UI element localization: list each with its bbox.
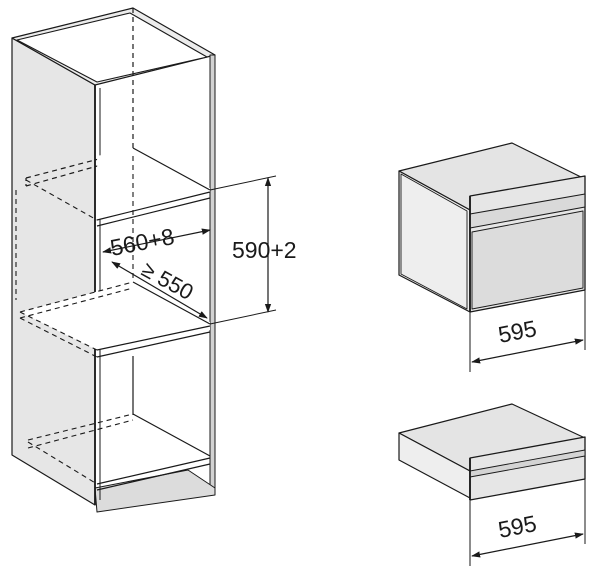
warming-drawer <box>398 403 586 501</box>
cabinet-height-label: 590+2 <box>232 237 297 263</box>
cabinet-dimensions <box>102 175 277 325</box>
drawer-dimension <box>469 479 586 566</box>
drawer-width-label: 595 <box>496 510 539 543</box>
cabinet-width-label: 560+8 <box>108 223 176 261</box>
niche-top-shelf <box>25 147 211 227</box>
oven-dimension <box>469 290 586 372</box>
cabinet-left-side <box>11 37 96 506</box>
depth-dimension-line <box>111 261 208 319</box>
compact-oven <box>398 142 586 313</box>
oven-width-label: 595 <box>496 315 539 348</box>
lower-compartment <box>27 356 211 491</box>
oven-width-dimension-line <box>471 338 584 364</box>
niche-back-edges <box>15 156 134 300</box>
width-dimension-line <box>102 228 211 254</box>
oven-door <box>471 210 584 310</box>
drawer-width-dimension-line <box>471 532 584 558</box>
cabinet-right-side <box>209 54 216 491</box>
